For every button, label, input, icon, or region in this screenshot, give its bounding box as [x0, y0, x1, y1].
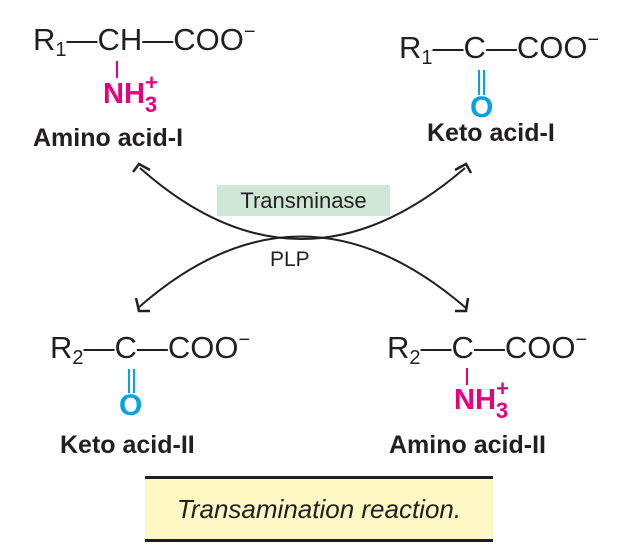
amine-text: NH: [103, 78, 145, 110]
r-subscript: 2: [72, 347, 84, 369]
r-subscript: 2: [409, 347, 421, 369]
amine-sub: 3: [144, 92, 158, 117]
arrowhead-amino-acid-1: [132, 162, 151, 173]
lower-curved-arrow: [137, 235, 467, 309]
amine-text: NH: [454, 384, 496, 416]
amine-sup: +: [145, 70, 158, 95]
chain: —C—COO: [432, 30, 588, 65]
r-subscript: 1: [55, 39, 67, 61]
chain: —CH—COO: [66, 22, 244, 57]
amino-acid-2-label: Amino acid-II: [389, 431, 546, 459]
amino-acid-2-formula: R2—C—COO−: [387, 329, 588, 368]
amine-bond: [116, 61, 118, 78]
enzyme-label: Transminase: [217, 185, 390, 216]
amine-sup: +: [496, 376, 509, 401]
oxygen-atom: O: [470, 91, 494, 124]
keto-acid-1-label: Keto acid-I: [427, 119, 555, 147]
charge: −: [587, 29, 600, 51]
amino-acid-1-label: Amino acid-I: [33, 124, 184, 152]
amine-sub: 3: [495, 398, 509, 423]
amine-bond: [466, 368, 468, 385]
amine-group: NH3+: [454, 378, 509, 422]
keto-acid-1-formula: R1—C—COO−: [399, 29, 600, 68]
charge: −: [238, 329, 251, 351]
r-subscript: 1: [421, 47, 433, 69]
charge: −: [575, 329, 588, 351]
arrowhead-amino-acid-2: [455, 297, 470, 313]
carbonyl-double-bond: [128, 369, 135, 393]
oxygen-atom: O: [119, 389, 143, 422]
chain: —C—COO: [420, 330, 576, 365]
amine-group: NH3+: [103, 72, 158, 116]
upper-curved-arrow: [139, 167, 466, 240]
r-group: R: [50, 330, 73, 365]
keto-acid-2-formula: R2—C—COO−: [50, 329, 251, 368]
arrowhead-keto-acid-2: [134, 297, 150, 313]
keto-acid-2-label: Keto acid-II: [60, 431, 195, 459]
r-group: R: [387, 330, 410, 365]
r-group: R: [33, 22, 56, 57]
amino-acid-1-formula: R1—CH—COO−: [33, 21, 256, 60]
r-group: R: [399, 30, 422, 65]
charge: −: [243, 21, 256, 43]
cofactor-label: PLP: [270, 248, 310, 271]
chain: —C—COO: [83, 330, 239, 365]
figure-caption: Transamination reaction.: [145, 476, 493, 542]
arrowhead-keto-acid-1: [454, 162, 473, 174]
carbonyl-double-bond: [478, 70, 485, 95]
